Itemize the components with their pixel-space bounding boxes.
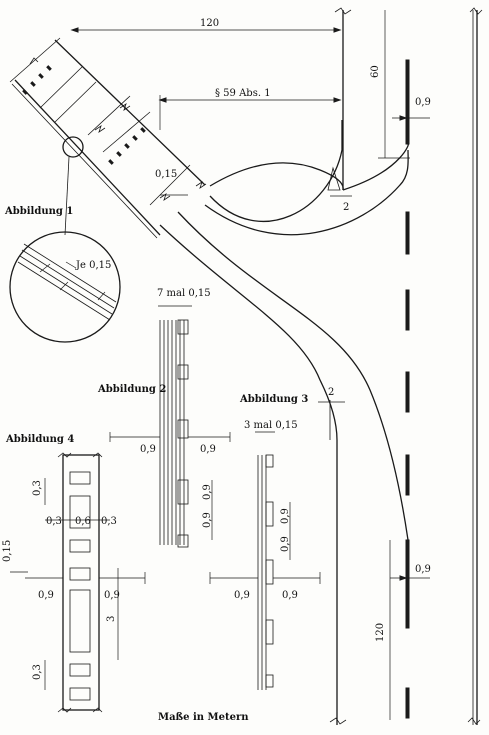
figure-4 [10, 452, 146, 713]
dim-2-lower: 2 [328, 387, 334, 398]
figure-2-dim-09-vert1: 0,9 [202, 484, 213, 500]
dimensions-top [70, 10, 430, 720]
figure-3-dim-09-right: 0,9 [282, 590, 298, 601]
figure-4-title: Abbildung 4 [5, 434, 74, 445]
dim-section-ref: § 59 Abs. 1 [215, 88, 271, 99]
figure-3-dim-09-vert2: 0,9 [280, 536, 291, 552]
main-road [329, 7, 483, 725]
figure-2-dim-09-left: 0,9 [140, 444, 156, 455]
dim-120-top: 120 [200, 18, 219, 29]
dim-09-right-top: 0,9 [415, 97, 431, 108]
figure-1-je-015: Je 0,15 [75, 260, 111, 271]
figure-4-dim-3: 3 [106, 616, 117, 622]
figure-4-dim-06: 0,6 [75, 516, 91, 527]
figure-4-dim-09-right: 0,9 [104, 590, 120, 601]
slip-road [9, 37, 207, 239]
figure-4-dim-03-right: 0,3 [101, 516, 117, 527]
figure-2-7mal: 7 mal 0,15 [157, 288, 211, 299]
dim-2-top: 2 [343, 202, 349, 213]
figure-4-dim-015: 0,15 [2, 540, 13, 562]
dim-60: 60 [370, 65, 381, 78]
detail-marker-circle [62, 136, 84, 158]
figure-3-dim-09-left: 0,9 [234, 590, 250, 601]
figure-1-detail [9, 231, 121, 343]
figure-3 [209, 431, 321, 690]
figure-3-3mal: 3 mal 0,15 [244, 420, 298, 431]
figure-2 [109, 305, 231, 548]
figure-1-title: Abbildung 1 [4, 206, 73, 217]
units-caption: Maße in Metern [158, 712, 249, 723]
figure-3-dim-09-vert1: 0,9 [280, 508, 291, 524]
figure-2-dim-09-vert2: 0,9 [202, 512, 213, 528]
detail-leader-line [64, 156, 70, 236]
dim-09-right-lower: 0,9 [415, 564, 431, 575]
figure-3-title: Abbildung 3 [239, 394, 308, 405]
branch-road [159, 120, 409, 541]
dim-120-lower: 120 [375, 623, 386, 642]
dim-015-slip: 0,15 [155, 169, 177, 180]
figure-2-title: Abbildung 2 [97, 384, 166, 395]
figure-4-dim-09-left: 0,9 [38, 590, 54, 601]
figure-4-dim-03-bottom: 0,3 [32, 664, 43, 680]
figure-4-dim-03-left: 0,3 [46, 516, 62, 527]
figure-4-dim-03-top: 0,3 [32, 480, 43, 496]
figure-2-dim-09-right: 0,9 [200, 444, 216, 455]
